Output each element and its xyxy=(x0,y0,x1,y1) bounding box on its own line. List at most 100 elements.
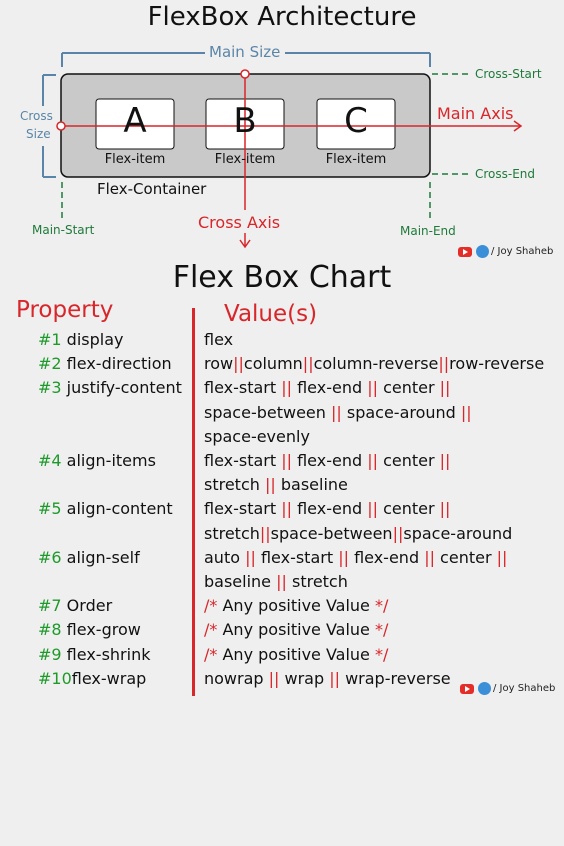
guide-lines xyxy=(61,73,470,222)
main-start-label: Main-Start xyxy=(32,223,95,237)
separator: || xyxy=(439,451,451,470)
value-text: column xyxy=(243,354,303,374)
separator: || xyxy=(281,451,293,470)
separator: || xyxy=(233,354,244,374)
property-row: #4 align-items xyxy=(38,451,156,470)
value-text: wrap xyxy=(279,668,330,688)
value-line: nowrap || wrap || wrap-reverse xyxy=(204,669,451,688)
separator: || xyxy=(259,523,271,543)
property-row: #1 display xyxy=(38,330,124,349)
value-line: flex xyxy=(204,330,233,349)
property-number: #1 xyxy=(38,330,62,349)
value-text: center xyxy=(378,451,440,470)
value-text: flex xyxy=(204,330,234,349)
value-text: flex-start xyxy=(204,451,282,470)
value-text: wrap-reverse xyxy=(340,668,451,688)
property-name: align-content xyxy=(61,499,173,519)
separator: || xyxy=(281,499,293,519)
comment-open: /* xyxy=(204,644,218,664)
value-line: flex-start || flex-end || center || xyxy=(204,378,450,397)
value-text: row-reverse xyxy=(449,354,545,374)
separator: || xyxy=(496,547,508,567)
value-text: flex-start xyxy=(204,499,282,519)
property-row: #10flex-wrap xyxy=(38,669,146,688)
value-text: auto xyxy=(204,547,246,567)
value-text: nowrap xyxy=(204,668,269,688)
cross-size-label-2: Size xyxy=(26,127,51,141)
value-text: center xyxy=(378,499,440,519)
value-text: flex-start xyxy=(204,378,282,398)
cross-start-label: Cross-Start xyxy=(475,67,542,81)
value-text: column-reverse xyxy=(313,354,439,374)
property-number: #3 xyxy=(38,378,62,398)
value-text: space-between xyxy=(204,402,331,422)
property-name: display xyxy=(61,330,124,349)
value-text: stretch xyxy=(204,523,260,543)
main-axis-label: Main Axis xyxy=(437,104,514,123)
property-row: #3 justify-content xyxy=(38,378,182,397)
flexbox-diagram xyxy=(42,52,523,249)
value-text: Any positive Value xyxy=(217,596,375,616)
property-number: #9 xyxy=(38,644,62,664)
cross-size-label-1: Cross xyxy=(20,109,53,123)
value-text: flex-end xyxy=(348,547,425,567)
value-text: space-evenly xyxy=(204,426,310,446)
property-name: align-self xyxy=(61,547,140,567)
separator: || xyxy=(338,547,349,567)
chart-title: Flex Box Chart xyxy=(172,260,392,295)
separator: || xyxy=(424,547,435,567)
separator: || xyxy=(281,378,293,398)
value-line: flex-start || flex-end || center || xyxy=(204,499,450,518)
separator: || xyxy=(276,572,287,591)
main-size-bracket xyxy=(61,52,431,67)
column-divider xyxy=(192,308,195,696)
value-line: space-between || space-around || xyxy=(204,403,472,422)
property-row: #9 flex-shrink xyxy=(38,645,150,664)
property-row: #6 align-self xyxy=(38,548,140,567)
separator: || xyxy=(439,499,451,519)
separator: || xyxy=(439,378,451,398)
value-line: flex-start || flex-end || center || xyxy=(204,451,450,470)
property-number: #5 xyxy=(38,499,62,519)
credit-top: / Joy Shaheb xyxy=(458,245,553,258)
property-name: flex-wrap xyxy=(71,668,147,688)
separator: || xyxy=(330,402,342,422)
value-text: space-around xyxy=(403,523,513,543)
flex-item-a-label: Flex-item xyxy=(104,152,166,167)
value-text: Any positive Value xyxy=(217,644,375,664)
value-line: row||column||column-reverse||row-reverse xyxy=(204,354,544,373)
property-name: flex-direction xyxy=(61,354,172,374)
value-line: /* Any positive Value */ xyxy=(204,596,388,615)
main-size-label: Main Size xyxy=(209,43,281,61)
cross-end-label: Cross-End xyxy=(475,167,536,181)
separator: || xyxy=(438,354,450,374)
value-text: flex-end xyxy=(292,451,368,470)
flex-item-b-label: Flex-item xyxy=(214,152,276,167)
flex-item-c-label: Flex-item xyxy=(325,152,387,167)
comment-open: /* xyxy=(204,620,218,640)
property-number: #2 xyxy=(38,354,62,374)
separator: || xyxy=(302,354,314,374)
value-text: stretch xyxy=(286,572,348,591)
property-name: flex-grow xyxy=(61,620,141,640)
credit-text: / Joy Shaheb xyxy=(491,246,554,257)
comment-close: */ xyxy=(374,596,389,616)
main-axis-line xyxy=(56,120,523,132)
comment-open: /* xyxy=(204,596,218,616)
value-text: baseline xyxy=(275,475,348,495)
value-text: center xyxy=(434,547,497,567)
value-text: stretch xyxy=(204,475,265,495)
cross-axis-label: Cross Axis xyxy=(198,213,281,232)
value-line: space-evenly xyxy=(204,427,310,446)
property-number: #6 xyxy=(38,547,62,567)
flex-item-a-letter: A xyxy=(123,101,147,141)
property-row: #2 flex-direction xyxy=(38,354,172,373)
youtube-icon xyxy=(458,246,472,257)
flex-item-b-letter: B xyxy=(233,101,257,141)
property-name: align-items xyxy=(61,451,156,470)
comment-close: */ xyxy=(374,620,389,640)
value-line: /* Any positive Value */ xyxy=(204,620,388,639)
property-number: #7 xyxy=(38,596,62,616)
credit-bottom: / Joy Shaheb xyxy=(460,682,555,695)
credit-text: / Joy Shaheb xyxy=(493,683,556,694)
